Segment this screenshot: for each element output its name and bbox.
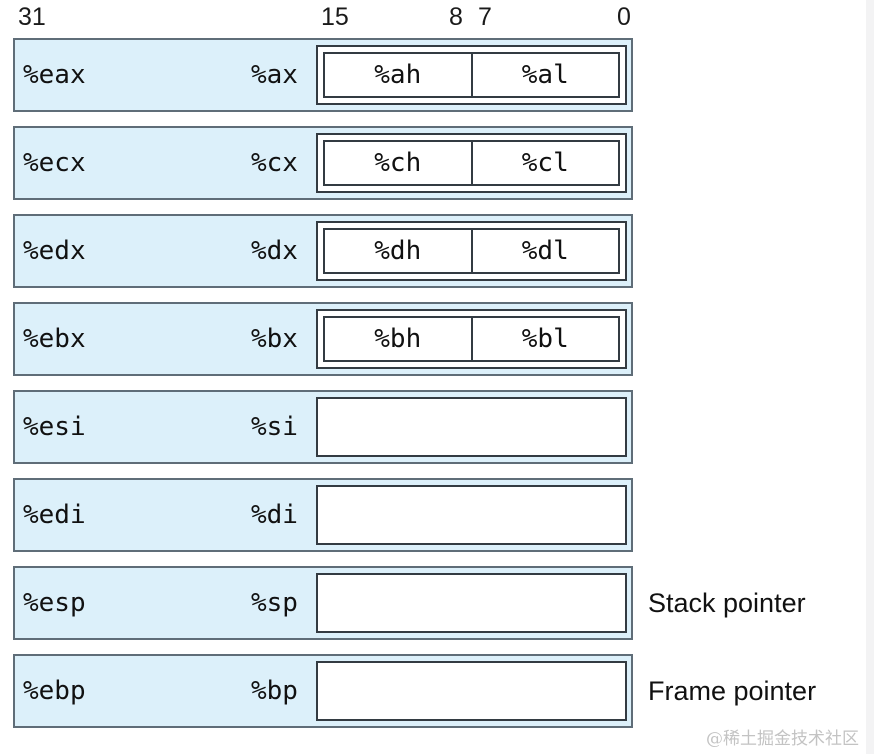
stack-pointer-note: Stack pointer — [648, 588, 806, 618]
register-name-16bit: %si — [251, 412, 298, 442]
register-row-esp: %esp %sp — [13, 566, 633, 640]
frame-pointer-note: Frame pointer — [648, 676, 817, 706]
register-row-ebx: %ebx %bx %bh %bl — [13, 302, 633, 376]
register-16bit-box: %ah %al — [316, 45, 627, 105]
register-name-32bit: %ebp — [23, 676, 86, 706]
register-name-16bit: %dx — [251, 236, 298, 266]
register-row-esi: %esi %si — [13, 390, 633, 464]
register-name-32bit: %edx — [23, 236, 86, 266]
register-row-edx: %edx %dx %dh %dl — [13, 214, 633, 288]
register-name-32bit: %esi — [23, 412, 86, 442]
register-row-eax: %eax %ax %ah %al — [13, 38, 633, 112]
bit-label-7: 7 — [478, 3, 492, 31]
register-name-16bit: %sp — [251, 588, 298, 618]
register-name-16bit: %bp — [251, 676, 298, 706]
register-16bit-box — [316, 485, 627, 545]
register-name-16bit: %cx — [251, 148, 298, 178]
register-16bit-box — [316, 661, 627, 721]
bit-label-0: 0 — [617, 3, 631, 31]
register-16bit-box: %ch %cl — [316, 133, 627, 193]
register-row-edi: %edi %di — [13, 478, 633, 552]
register-row-ebp: %ebp %bp — [13, 654, 633, 728]
register-low-byte: %bl — [521, 324, 569, 354]
register-16bit-box — [316, 397, 627, 457]
register-row-ecx: %ecx %cx %ch %cl — [13, 126, 633, 200]
register-name-32bit: %ecx — [23, 148, 86, 178]
register-name-32bit: %ebx — [23, 324, 86, 354]
register-name-32bit: %eax — [23, 60, 86, 90]
register-low-byte: %al — [521, 60, 569, 90]
watermark: @稀土掘金技术社区 — [706, 729, 859, 749]
register-high-byte: %dh — [325, 230, 473, 272]
register-high-byte: %bh — [325, 318, 473, 360]
register-low-byte: %dl — [521, 236, 569, 266]
register-16bit-box — [316, 573, 627, 633]
register-high-byte: %ah — [325, 54, 473, 96]
register-name-32bit: %edi — [23, 500, 86, 530]
register-8bit-split: %bh %bl — [323, 316, 620, 362]
bit-label-15: 15 — [321, 3, 349, 31]
register-low-byte: %cl — [521, 148, 569, 178]
page-edge-strip — [866, 0, 874, 754]
register-name-16bit: %ax — [251, 60, 298, 90]
register-name-16bit: %di — [251, 500, 298, 530]
register-8bit-split: %ah %al — [323, 52, 620, 98]
register-16bit-box: %bh %bl — [316, 309, 627, 369]
register-8bit-split: %ch %cl — [323, 140, 620, 186]
register-name-16bit: %bx — [251, 324, 298, 354]
register-8bit-split: %dh %dl — [323, 228, 620, 274]
register-16bit-box: %dh %dl — [316, 221, 627, 281]
bit-label-8: 8 — [449, 3, 463, 31]
register-high-byte: %ch — [325, 142, 473, 184]
register-name-32bit: %esp — [23, 588, 86, 618]
bit-label-31: 31 — [18, 3, 46, 31]
